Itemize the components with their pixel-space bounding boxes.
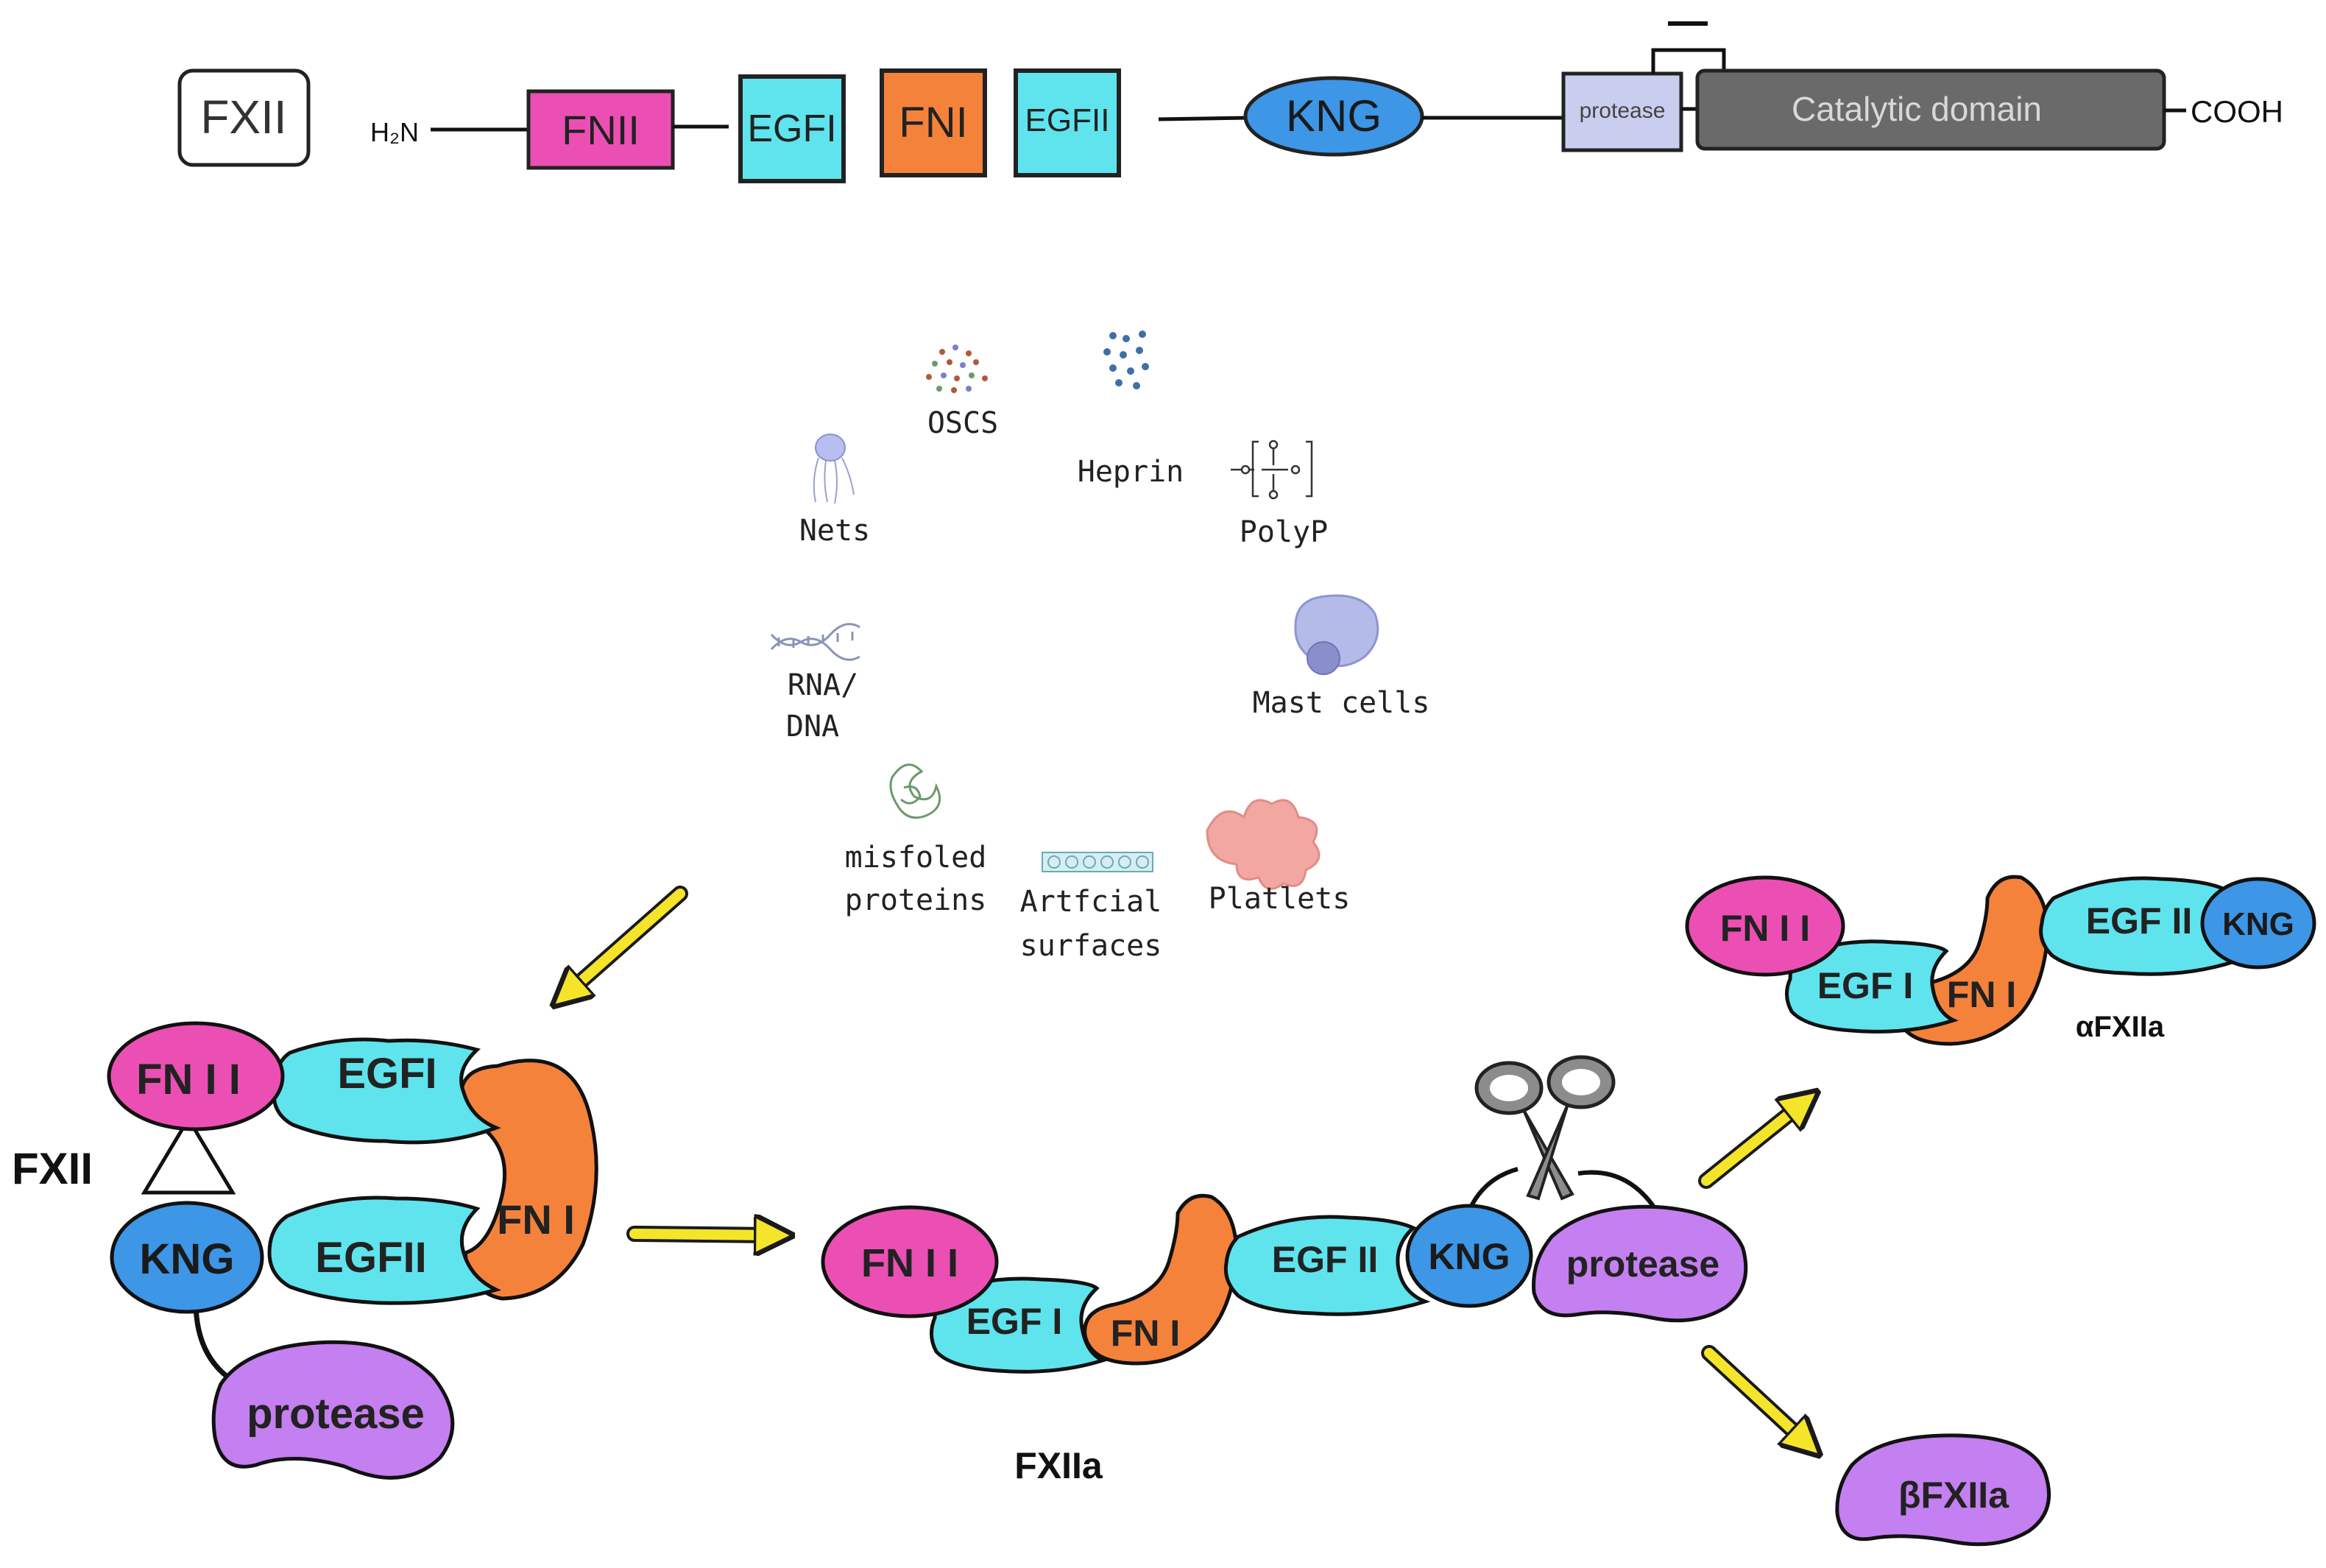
egf2-label: EGF II (1272, 1239, 1378, 1280)
kng-domain-shape (2200, 877, 2316, 970)
kng-protease-linker (1577, 1170, 1658, 1212)
kng-domain-shape (110, 1201, 264, 1314)
dna-helix-icon (770, 623, 860, 661)
fn2-label: FN I I (136, 1056, 241, 1103)
kng-label: KNG (1428, 1236, 1510, 1277)
fn1-domain-box (880, 68, 987, 177)
surfaces-label: surfaces (1020, 929, 1162, 963)
fn2-label: FN I I (861, 1241, 958, 1285)
polyp-label: PolyP (1240, 515, 1328, 549)
c-terminus-label: COOH (2191, 94, 2283, 129)
fn1-domain-shape (460, 1059, 598, 1301)
egf2-domain-label: EGFII (1025, 102, 1110, 138)
linear-fxii-label: FXII (200, 91, 286, 144)
linker-line (1158, 116, 1249, 121)
kng-domain-label: KNG (1286, 91, 1382, 141)
rna-label: RNA/ (788, 668, 858, 702)
nets-label: Nets (799, 514, 870, 548)
alpha-fxiia: FN I EGF I FN I I EGF II KNG αFXIIa (1685, 875, 2316, 1046)
fxii-label-box (177, 68, 311, 167)
n-terminus-label: H₂N (370, 117, 419, 147)
platelet-icon (1206, 799, 1321, 890)
egf1-label: EGF I (966, 1301, 1063, 1342)
proteins-label: proteins (845, 883, 987, 917)
protease-domain-shape (1532, 1204, 1748, 1323)
beta-arrow (1704, 1348, 1806, 1443)
egf1-domain-shape (930, 1276, 1108, 1374)
misfolded-protein-icon (889, 763, 941, 819)
fn2-domain-box (526, 89, 675, 170)
artificial-surface-icon (1042, 852, 1153, 872)
misfolded-label: misfoled (845, 841, 987, 875)
fn2-label: FN I I (1720, 908, 1810, 949)
egf1-domain-label: EGFI (747, 107, 836, 150)
kng-domain-shape (1405, 1204, 1533, 1308)
fn1-label: FN I (1111, 1313, 1180, 1354)
protease-label: protease (1566, 1243, 1719, 1285)
scissors-icon (1474, 1055, 1616, 1201)
egf2-domain-box (1014, 68, 1121, 177)
egf1-label: EGFI (337, 1050, 436, 1098)
linker-triangle (141, 1115, 236, 1195)
beta-fxiia-shape (1835, 1433, 2051, 1547)
linear-domain-map: FXII H₂N FNII EGFI FNI EGFII KNG proteas… (177, 21, 2283, 183)
oscs-label: OSCS (927, 406, 998, 440)
conversion-arrow (629, 1234, 774, 1235)
protease-domain-box (1561, 71, 1683, 152)
alpha-fxiia-label: αFXIIa (2076, 1011, 2165, 1043)
fn1-label: FN I (1947, 974, 2016, 1015)
egf2-domain-shape (1223, 1215, 1431, 1316)
fxii-zymogen: FXII FN I EGFI FN I I EGFII KNG protease (12, 1021, 598, 1480)
egf1-domain-shape (272, 1037, 501, 1145)
fn2-domain-shape (821, 1205, 999, 1318)
egf2-label: EGF II (2086, 900, 2192, 942)
fn2-domain-label: FNII (562, 107, 640, 153)
egf1-domain-box (738, 74, 846, 183)
flow-arrows (567, 886, 1806, 1443)
alpha-arrow (1701, 1103, 1803, 1186)
kng-protease-linker (1468, 1167, 1519, 1209)
egf2-label: EGFII (315, 1234, 426, 1282)
heparin-label: Heprin (1078, 455, 1184, 489)
polyp-icon (1231, 439, 1313, 500)
fn1-domain-label: FNI (899, 99, 967, 146)
heparin-icon (1103, 331, 1149, 389)
beta-fxiia: βFXIIa (1835, 1433, 2051, 1547)
kng-label: KNG (2222, 906, 2294, 942)
fxiia: FN I EGF I FN I I EGF II KNG protease FX… (821, 1055, 1748, 1486)
dna-label: DNA (786, 710, 839, 744)
disulfide-bridge (1651, 48, 1726, 74)
fn2-domain-shape (107, 1021, 285, 1131)
protease-label: protease (247, 1390, 425, 1438)
kng-label: KNG (140, 1235, 235, 1283)
fn1-domain-shape (1083, 1193, 1239, 1366)
nets-icon (813, 434, 855, 504)
platelets-label: Platlets (1209, 882, 1351, 916)
activators-cluster: OSCS Heprin Nets PolyP (770, 331, 1430, 963)
fn2-domain-shape (1685, 875, 1845, 977)
oscs-icon (926, 345, 988, 393)
mast-cell-icon (1294, 594, 1379, 675)
protease-domain-label: protease (1580, 99, 1666, 123)
egf2-domain-shape (267, 1196, 502, 1305)
egf1-label: EGF I (1817, 965, 1914, 1006)
catalytic-domain-label: Catalytic domain (1792, 90, 2042, 128)
fxiia-label: FXIIa (1014, 1445, 1103, 1486)
mast-cells-label: Mast cells (1253, 686, 1430, 720)
protease-domain-shape (211, 1340, 455, 1480)
beta-fxiia-label: βFXIIa (1898, 1475, 2009, 1516)
activation-arrow (567, 889, 685, 994)
egf1-domain-shape (1785, 939, 1959, 1034)
artificial-label: Artfcial (1020, 885, 1162, 919)
fxii-label: FXII (12, 1144, 93, 1193)
fn1-label: FN I (497, 1196, 575, 1243)
